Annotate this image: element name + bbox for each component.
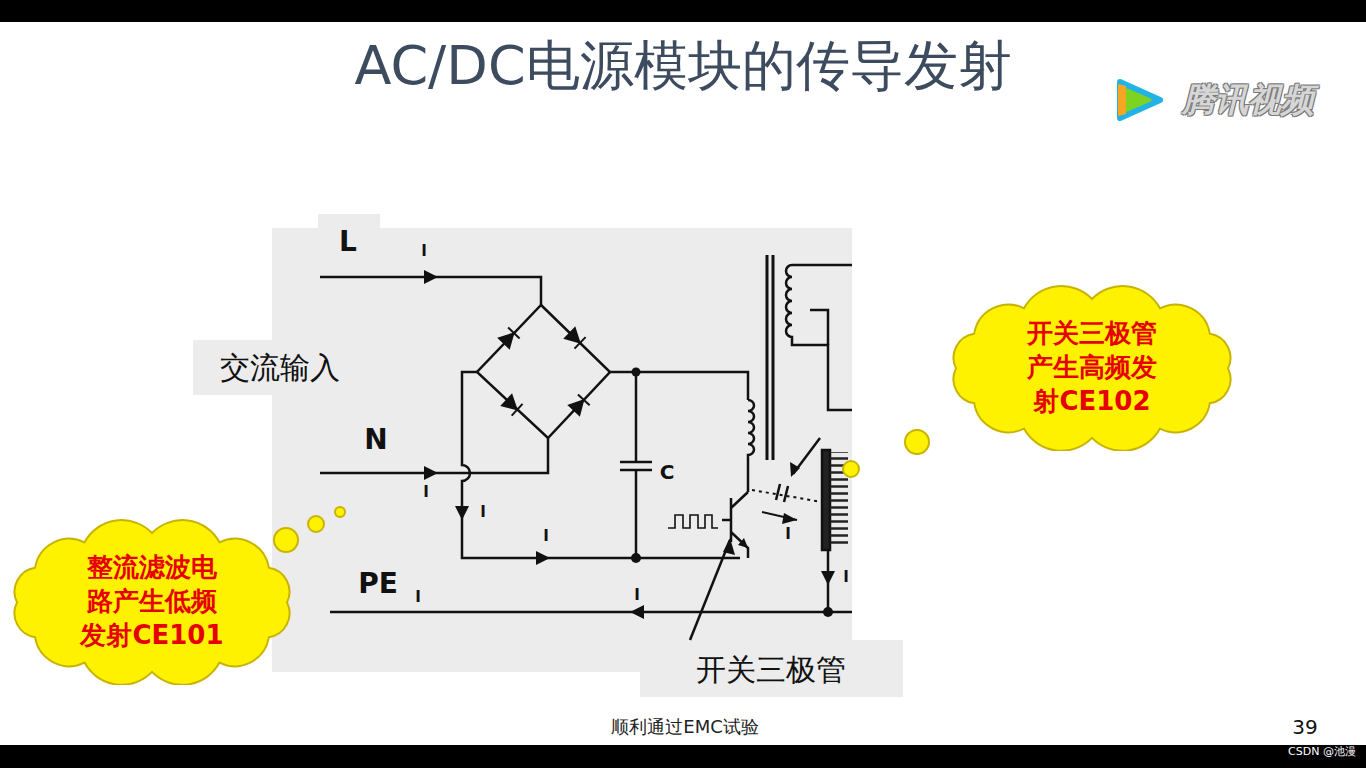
bridge-diodes	[498, 327, 589, 415]
current-label: I	[541, 528, 551, 545]
line-label: L	[337, 226, 359, 258]
cloud-callout: 开关三极管 产生高频发 射CE102	[942, 285, 1242, 452]
cloud-callout: 整流滤波电 路产生低频 发射CE101	[3, 519, 301, 686]
csdn-watermark: CSDN @池漫	[1288, 746, 1356, 759]
slide-title: AC/DC电源模块的传导发射	[354, 35, 1011, 97]
input-label: 交流输入	[218, 351, 342, 386]
current-label: I	[783, 526, 793, 543]
current-arrows	[424, 270, 835, 619]
current-label: I	[632, 587, 642, 604]
watermark: 腾讯视频	[1182, 81, 1314, 119]
schematic-panel	[193, 214, 903, 697]
slide-footer: 顺利通过EMC试验	[611, 717, 758, 738]
current-label: I	[421, 484, 431, 501]
bottom-bar	[0, 745, 1366, 768]
capacitor-label: C	[658, 461, 677, 484]
current-label: I	[841, 569, 851, 586]
circuit-wires	[320, 255, 852, 640]
current-label: I	[419, 243, 429, 260]
transistor-label: 开关三极管	[694, 653, 848, 688]
current-label: I	[413, 589, 423, 606]
callout-text: 整流滤波电 路产生低频 发射CE101	[77, 551, 227, 652]
top-bar	[0, 0, 1366, 22]
current-label: I	[478, 504, 488, 521]
line-label: N	[362, 424, 389, 456]
page-number: 39	[1292, 716, 1317, 739]
video-logo	[1118, 82, 1160, 118]
callout-text: 开关三极管 产生高频发 射CE102	[1017, 317, 1167, 418]
line-label: PE	[356, 568, 400, 600]
